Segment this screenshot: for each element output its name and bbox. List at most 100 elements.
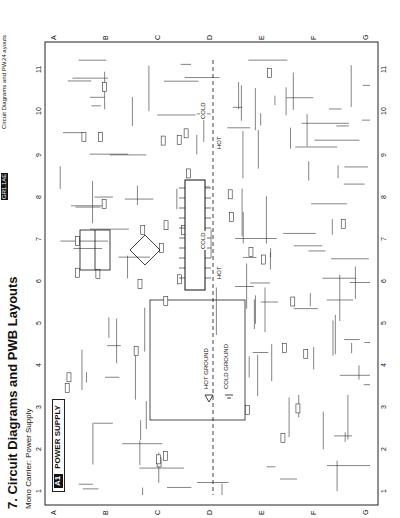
wire bbox=[255, 295, 256, 324]
bridge-rectifier-symbol bbox=[130, 235, 160, 265]
wire bbox=[243, 257, 256, 258]
ic-pins bbox=[179, 188, 211, 278]
wire bbox=[310, 293, 311, 306]
wire bbox=[340, 375, 370, 376]
wire bbox=[92, 181, 93, 223]
grid-reference: 6 bbox=[380, 278, 388, 284]
wire bbox=[314, 140, 359, 141]
legend-frame bbox=[150, 300, 245, 420]
wire bbox=[363, 85, 370, 86]
wire bbox=[345, 432, 346, 441]
wire bbox=[286, 87, 287, 115]
legend-text: COLD GROUND bbox=[223, 344, 229, 389]
wire bbox=[286, 97, 313, 98]
legend-entry: HOT GROUND bbox=[203, 347, 210, 390]
grid-reference: 3 bbox=[35, 404, 43, 410]
wire bbox=[332, 219, 333, 235]
component-symbol bbox=[291, 297, 295, 306]
wire bbox=[139, 441, 140, 465]
wire bbox=[79, 484, 93, 485]
wire bbox=[108, 317, 109, 337]
wire bbox=[329, 108, 341, 109]
grid-reference: 10 bbox=[35, 106, 43, 116]
component-symbol bbox=[283, 343, 287, 352]
wire bbox=[144, 308, 145, 352]
grid-reference: 11 bbox=[35, 65, 43, 74]
wire bbox=[71, 205, 105, 206]
wire bbox=[351, 65, 352, 107]
ground-symbols bbox=[205, 395, 233, 402]
wire bbox=[358, 365, 359, 379]
wire bbox=[289, 397, 290, 437]
grid-reference: 2 bbox=[380, 446, 388, 452]
grid-reference: 4 bbox=[380, 362, 388, 368]
wire bbox=[294, 308, 318, 309]
wire bbox=[122, 443, 162, 444]
component-symbol bbox=[341, 219, 345, 228]
wire bbox=[83, 488, 99, 489]
grid-reference: 2 bbox=[35, 446, 43, 452]
wire bbox=[355, 267, 356, 299]
wire bbox=[238, 82, 239, 109]
component-symbol bbox=[96, 269, 100, 278]
wire bbox=[242, 189, 243, 236]
component-symbol bbox=[281, 434, 285, 443]
wire bbox=[290, 128, 291, 149]
grid-reference: G bbox=[362, 34, 370, 41]
wire bbox=[90, 154, 129, 155]
wire bbox=[280, 479, 297, 480]
wire bbox=[63, 132, 83, 133]
wire bbox=[73, 248, 102, 249]
grid-reference: F bbox=[310, 510, 318, 516]
label-text: COLD bbox=[200, 101, 207, 120]
component-symbol bbox=[249, 247, 253, 256]
wire bbox=[255, 88, 256, 130]
component-symbol bbox=[159, 243, 163, 252]
wire bbox=[76, 207, 101, 208]
wire bbox=[60, 241, 108, 242]
wire bbox=[331, 258, 369, 259]
wire bbox=[233, 107, 242, 108]
transformer-symbol bbox=[80, 230, 110, 270]
wire bbox=[294, 245, 322, 246]
schematic-frame bbox=[45, 42, 378, 505]
wire bbox=[335, 315, 336, 354]
label-text: GR1.1AE bbox=[1, 173, 8, 200]
grid-reference: 1 bbox=[380, 488, 388, 494]
grid-reference: A bbox=[50, 509, 58, 516]
grid-reference: 6 bbox=[35, 278, 43, 284]
label-text: HOT bbox=[216, 265, 223, 280]
wire bbox=[243, 212, 244, 243]
wire bbox=[271, 344, 272, 381]
component-symbol bbox=[186, 169, 190, 178]
label-text: HOT bbox=[216, 135, 223, 150]
wire bbox=[351, 343, 352, 353]
wire bbox=[253, 352, 269, 353]
grid-reference: 5 bbox=[35, 320, 43, 326]
wire bbox=[338, 165, 339, 178]
grid-reference: 8 bbox=[380, 194, 388, 200]
label-text: Circuit Diagrams and PWB Layouts bbox=[1, 34, 8, 130]
wire bbox=[222, 484, 223, 495]
component-symbol bbox=[103, 83, 107, 92]
wire bbox=[344, 339, 360, 340]
component-symbol bbox=[82, 132, 86, 141]
wire bbox=[90, 97, 105, 98]
wire bbox=[241, 85, 242, 120]
wire bbox=[334, 435, 352, 436]
wire bbox=[148, 66, 149, 112]
wire bbox=[146, 401, 147, 429]
wire bbox=[362, 120, 370, 121]
wire bbox=[185, 77, 220, 78]
grid-reference: F bbox=[310, 35, 318, 41]
wire bbox=[364, 342, 370, 343]
wire bbox=[266, 196, 267, 243]
wire bbox=[140, 420, 141, 440]
component-symbol bbox=[184, 129, 188, 138]
wire bbox=[364, 384, 370, 385]
grid-reference: 9 bbox=[35, 152, 43, 158]
wire bbox=[211, 230, 212, 258]
component-symbol bbox=[228, 190, 232, 199]
page-title: 7. Circuit Diagrams and PWB Layouts bbox=[6, 275, 20, 510]
